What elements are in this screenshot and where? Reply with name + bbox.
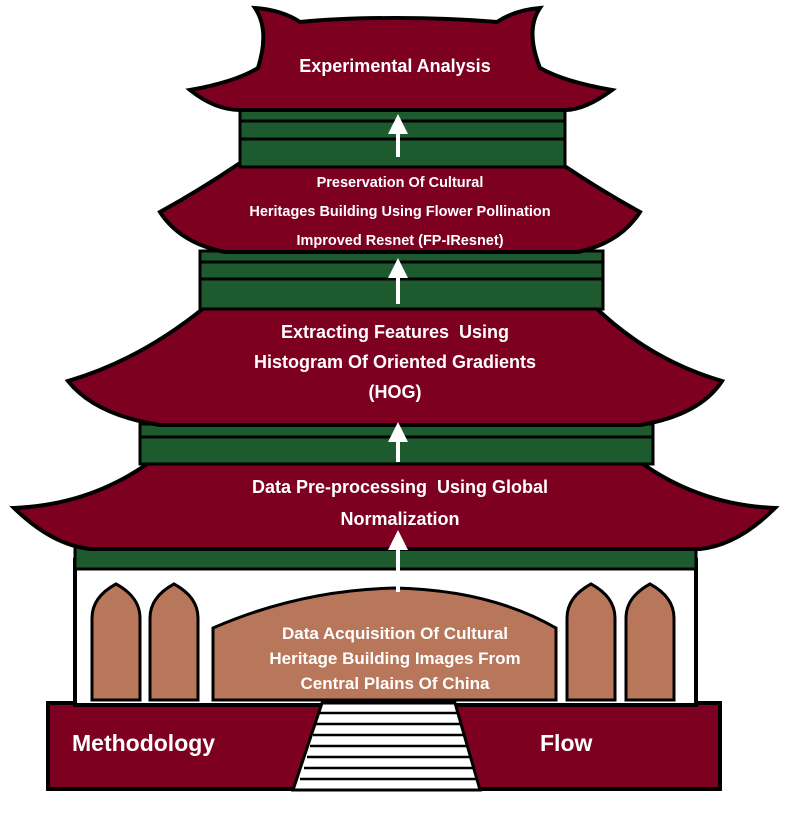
acquisition-label: Data Acquisition Of Cultural Heritage Bu… [225,621,565,696]
preprocessing-line-2: Normalization [340,509,460,529]
preprocessing-line-1: Data Pre-processing Using Global [251,477,549,497]
stairs [290,701,482,792]
roof-tier-1 [185,5,617,112]
band-2-3 [198,249,605,311]
window-4 [624,582,676,702]
experimental-analysis-text: Experimental Analysis [299,56,491,76]
features-line-1: Extracting Features Using [280,322,510,342]
features-line-3: (HOG) [368,382,422,402]
hall-door [211,586,558,702]
preservation-line-3: Improved Resnet (FP-IResnet) [296,233,504,249]
window-1 [90,582,142,702]
acquisition-line-2: Heritage Building Images From [269,649,521,668]
features-line-2: Histogram Of Oriented Gradients [253,352,537,372]
roof-tier-2 [157,161,643,254]
arched-windows [90,582,676,702]
methodology-label: Methodology [72,730,216,756]
window-3 [565,582,617,702]
preprocessing-label: Data Pre-processing Using Global Normali… [210,471,590,535]
band-1-2 [238,105,567,169]
roof-tier-4 [9,460,780,551]
preservation-line-2: Heritages Building Using Flower Pollinat… [249,204,551,220]
acquisition-line-1: Data Acquisition Of Cultural [281,624,509,643]
features-label: Extracting Features Using Histogram Of O… [220,317,570,407]
flow-label: Flow [540,730,593,756]
preservation-label: Preservation Of Cultural Heritages Build… [200,169,600,256]
experimental-analysis-label: Experimental Analysis [230,56,560,77]
preservation-line-1: Preservation Of Cultural [316,175,484,191]
window-2 [148,582,200,702]
acquisition-line-3: Central Plains Of China [300,674,490,693]
